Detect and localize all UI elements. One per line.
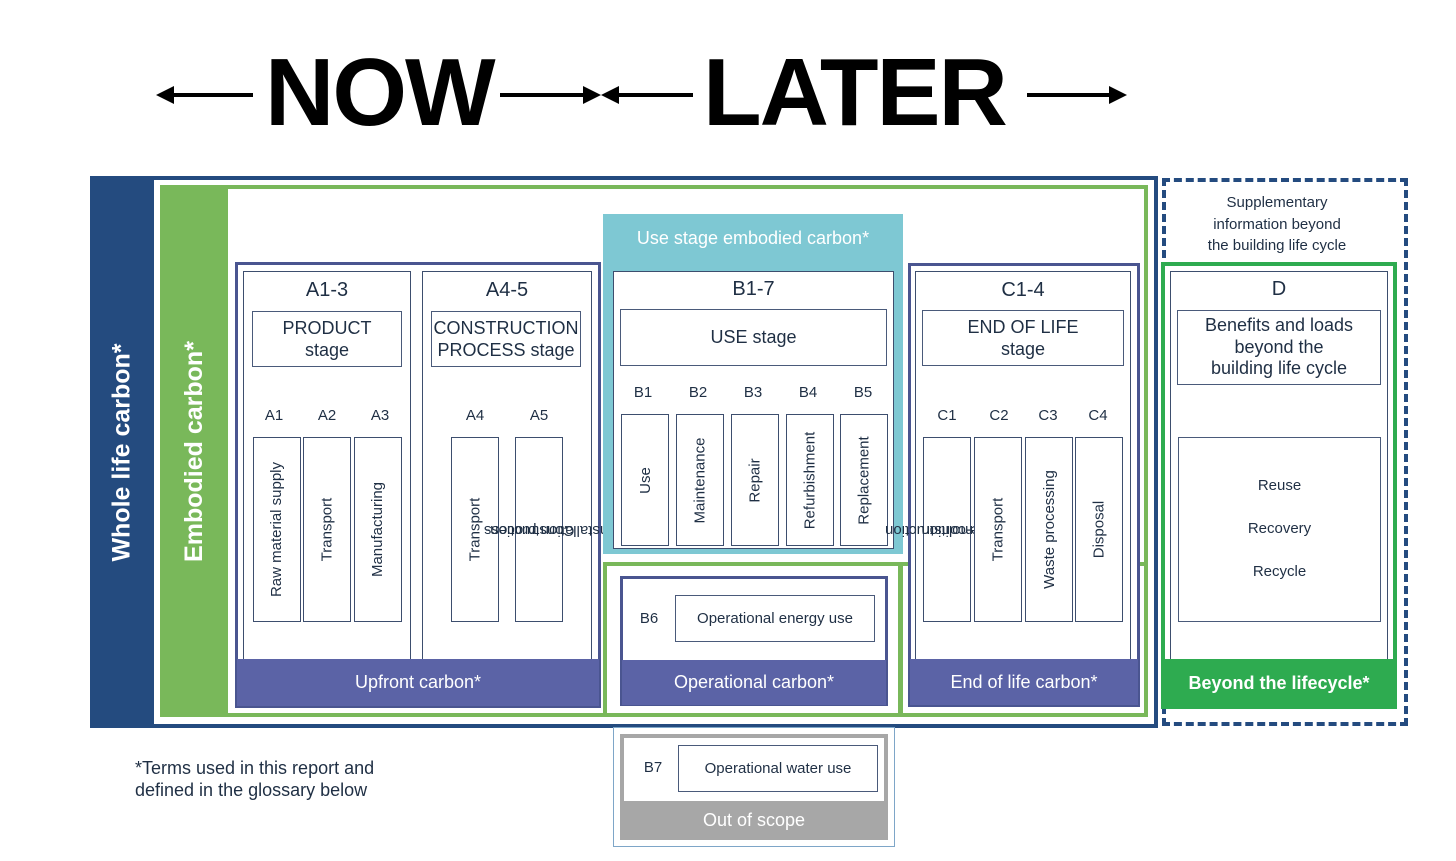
b3-column: Repair [731, 414, 779, 546]
a5-label: Construction-installation process [484, 466, 612, 594]
footnote-line: *Terms used in this report and [135, 758, 375, 778]
b5-column: Replacement [840, 414, 888, 546]
d-code: D [1271, 278, 1287, 300]
c14-code: C1-4 [1001, 279, 1045, 301]
supplementary-text: Supplementary information beyond the bui… [1170, 192, 1384, 257]
whole-life-bar: Whole life carbon* [90, 176, 154, 728]
d-item-reuse: Reuse [1257, 477, 1302, 494]
c14-title-line: END OF LIFE [967, 317, 1079, 337]
c2-label: Transport [989, 497, 1007, 562]
footnote: *Terms used in this report and defined i… [135, 757, 374, 801]
embodied-label: Embodied carbon* [179, 340, 208, 562]
a45-title-line: CONSTRUCTION [433, 318, 579, 338]
d-title-line: building life cycle [1210, 358, 1348, 379]
d-item-recovery: Recovery [1247, 520, 1312, 537]
a4-column: Transport [451, 437, 499, 622]
a13-title-line: PRODUCT [282, 318, 372, 338]
a4-code: A4 [465, 407, 485, 424]
b5-code: B5 [853, 384, 873, 401]
b17-title-box: USE stage [620, 309, 887, 366]
later-heading: LATER [703, 39, 1008, 146]
b6-code: B6 [639, 610, 659, 627]
b3-label: Repair [746, 457, 764, 503]
c2-column: Transport [974, 437, 1022, 622]
now-arrow-left-line [170, 93, 253, 97]
a13-title-box: PRODUCT stage [252, 311, 402, 367]
a5-column: Construction-installation process [484, 437, 612, 622]
whole-life-label: Whole life carbon* [107, 342, 136, 562]
b4-code: B4 [798, 384, 818, 401]
later-arrow-left-line [615, 93, 693, 97]
arrow-right-icon [583, 86, 601, 104]
a3-code: A3 [370, 407, 390, 424]
c4-code: C4 [1088, 407, 1108, 424]
a1-code: A1 [264, 407, 284, 424]
a2-code: A2 [317, 407, 337, 424]
a45-code: A4-5 [485, 279, 529, 301]
c14-title-box: END OF LIFE stage [922, 310, 1124, 366]
c4-label: Disposal [1090, 500, 1108, 559]
a45-title-box: CONSTRUCTION PROCESS stage [431, 311, 581, 367]
upfront-group [235, 262, 601, 708]
a5-label-line: installation process [484, 521, 612, 539]
a13-code: A1-3 [305, 279, 349, 301]
b1-column: Use [621, 414, 669, 546]
use-stage-embodied-label: Use stage embodied carbon* [636, 228, 870, 248]
later-arrow-right-line [1027, 93, 1112, 97]
supplementary-line: Supplementary [1226, 194, 1328, 211]
d-title-line: beyond the [1234, 336, 1324, 357]
d-item-recycle: Recycle [1252, 563, 1307, 580]
c3-code: C3 [1038, 407, 1058, 424]
b3-code: B3 [743, 384, 763, 401]
c3-label: Waste processing [1040, 470, 1058, 589]
b2-label: Maintenance [691, 437, 709, 523]
footnote-line: defined in the glossary below [135, 780, 368, 800]
d-benefits-box [1178, 437, 1381, 622]
c2-code: C2 [989, 407, 1009, 424]
d-title-box: Benefits and loads beyond the building l… [1177, 310, 1381, 385]
upfront-carbon-band: Upfront carbon* [237, 659, 599, 706]
embodied-bar: Embodied carbon* [160, 185, 228, 717]
b17-code: B1-7 [732, 278, 775, 300]
a13-title-line: stage [304, 340, 350, 360]
out-of-scope-outer-frame [613, 727, 895, 847]
supplementary-line: the building life cycle [1207, 237, 1347, 254]
operational-carbon-band: Operational carbon* [622, 660, 886, 705]
c1-code: C1 [937, 407, 957, 424]
c14-title-line: stage [1000, 339, 1046, 359]
b7-code: B7 [643, 759, 663, 776]
b1-label: Use [636, 466, 654, 494]
a2-label: Transport [318, 497, 336, 562]
b4-column: Refurbishment [786, 414, 834, 546]
end-of-life-carbon-band: End of life carbon* [910, 659, 1138, 705]
arrow-left-icon [601, 86, 619, 104]
d-title-line: Benefits and loads [1204, 315, 1354, 336]
a1-column: Raw material supply [253, 437, 301, 622]
b1-code: B1 [633, 384, 653, 401]
a1-label: Raw material supply [268, 461, 286, 598]
supplementary-line: information beyond [1213, 215, 1341, 233]
b7-box: Operational water use [678, 745, 878, 792]
out-of-scope-band: Out of scope [620, 801, 888, 840]
a3-label: Manufacturing [369, 481, 387, 578]
now-arrow-right-line [500, 93, 588, 97]
b2-code: B2 [688, 384, 708, 401]
arrow-right-icon [1109, 86, 1127, 104]
b5-label: Replacement [855, 435, 873, 525]
a45-title-line: PROCESS stage [437, 340, 575, 360]
b4-label: Refurbishment [801, 431, 819, 529]
b6-box: Operational energy use [675, 595, 875, 642]
a2-column: Transport [303, 437, 351, 622]
beyond-lifecycle-band: Beyond the lifecycle* [1163, 659, 1395, 707]
c3-column: Waste processing [1025, 437, 1073, 622]
c4-column: Disposal [1075, 437, 1123, 622]
b2-column: Maintenance [676, 414, 724, 546]
arrow-left-icon [156, 86, 174, 104]
now-heading: NOW [265, 39, 496, 146]
a3-column: Manufacturing [354, 437, 402, 622]
a5-code: A5 [529, 407, 549, 424]
